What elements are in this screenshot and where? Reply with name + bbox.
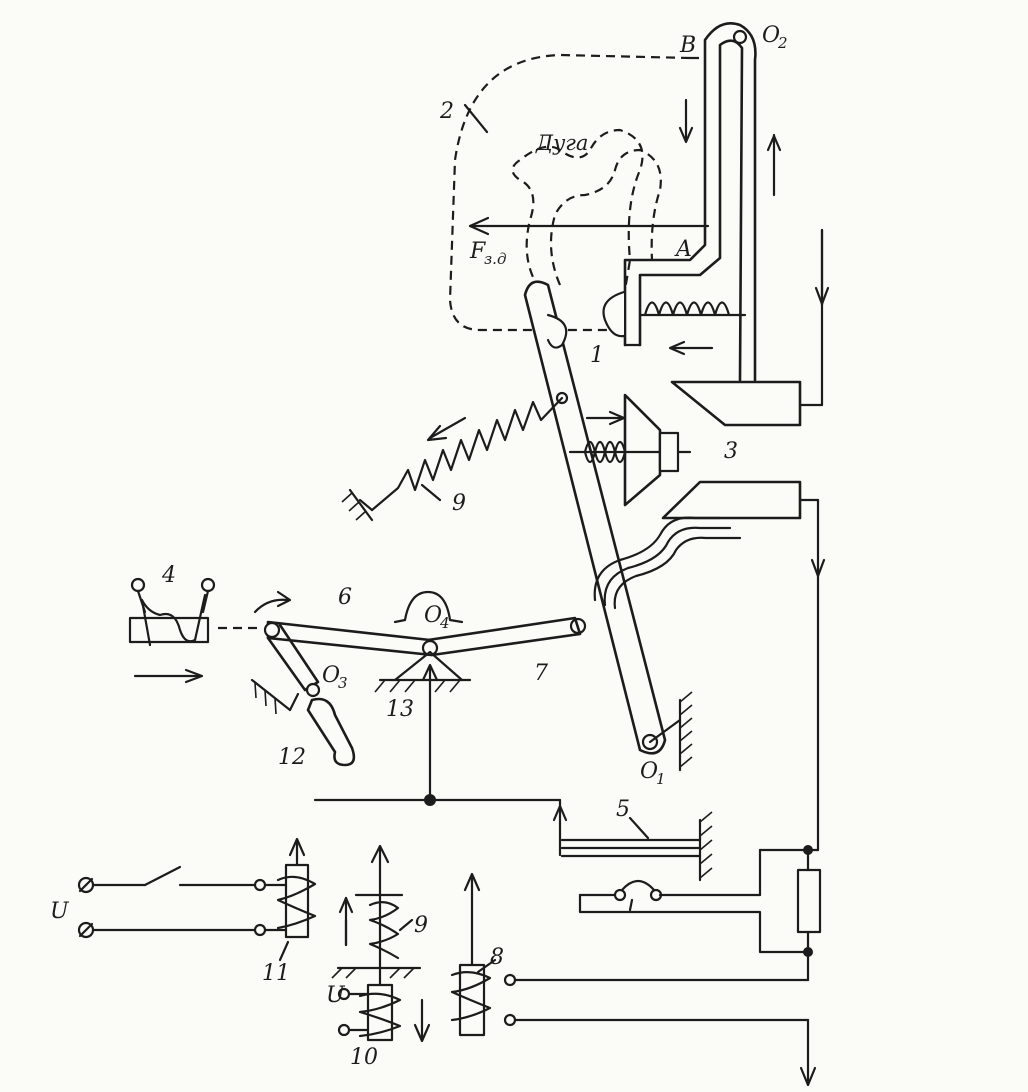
opening-spring-upper (341, 396, 564, 522)
label-10: 10 (350, 1045, 378, 1070)
label-o3: O (322, 663, 340, 688)
main-contact-lower (661, 480, 826, 852)
label-o1-sub: 1 (656, 770, 666, 788)
label-2: 2 (439, 99, 454, 124)
latch-lever-o3 (250, 623, 321, 715)
toggle-links (263, 616, 582, 657)
label-9-bottom: 9 (414, 913, 428, 938)
undervoltage-coil-10 (331, 844, 431, 1043)
bimetal-5 (560, 811, 713, 882)
pivot-toggle-knee (421, 639, 439, 657)
label-o4: O (424, 603, 442, 628)
label-13: 13 (386, 697, 414, 722)
label-o2-sub: 2 (777, 34, 788, 52)
label-5: 5 (616, 797, 630, 822)
label-a: A (674, 237, 692, 262)
label-o3-sub: 3 (338, 674, 348, 692)
label-12: 12 (278, 745, 306, 770)
label-f: F (469, 239, 486, 264)
label-f-sub: з.д (484, 250, 506, 268)
label-9-top: 9 (452, 491, 466, 516)
flexible-braid (593, 516, 742, 610)
pivot-o2 (732, 29, 748, 45)
label-u-left: U (50, 899, 70, 924)
current-arrows-loop (668, 98, 782, 356)
moving-arc-contact (546, 313, 568, 349)
fixed-arc-contact (602, 290, 626, 338)
label-arc: Дуга (535, 131, 588, 155)
label-b: B (679, 33, 696, 58)
pivot-latch (263, 621, 281, 639)
label-3: 3 (724, 439, 738, 464)
label-1: 1 (590, 343, 604, 368)
trip-bar (313, 794, 568, 857)
label-o1: O (640, 759, 658, 784)
trip-rotation-arrow (253, 598, 290, 614)
label-6: 6 (338, 585, 352, 610)
arc-chute-outline (448, 53, 691, 332)
moving-main-contact (568, 393, 692, 507)
stop-o4 (393, 590, 464, 624)
label-4: 4 (161, 563, 176, 588)
label-o2: O (762, 23, 780, 48)
label-7: 7 (534, 661, 548, 686)
overcurrent-coil-8 (450, 872, 817, 1087)
label-u-mid: U (326, 983, 346, 1008)
main-contact-upper (670, 228, 830, 427)
upper-conductor-loop (623, 22, 757, 382)
label-8: 8 (490, 945, 504, 970)
electric-arc (511, 128, 662, 291)
heater-and-resistor (578, 845, 822, 982)
support-13 (374, 650, 472, 693)
labels: B O 2 2 Дуга F з.д A 1 3 9 4 6 O 4 7 O 3… (50, 23, 788, 1070)
trip-coil-4 (128, 577, 262, 684)
force-arrow (468, 216, 710, 236)
manual-handle-12 (306, 697, 356, 767)
blowout-coil (638, 301, 747, 317)
label-11: 11 (262, 961, 290, 986)
label-o4-sub: 4 (439, 614, 450, 632)
push-rod (421, 663, 439, 802)
support-o1 (648, 691, 693, 772)
shunt-coil-11 (77, 837, 317, 962)
